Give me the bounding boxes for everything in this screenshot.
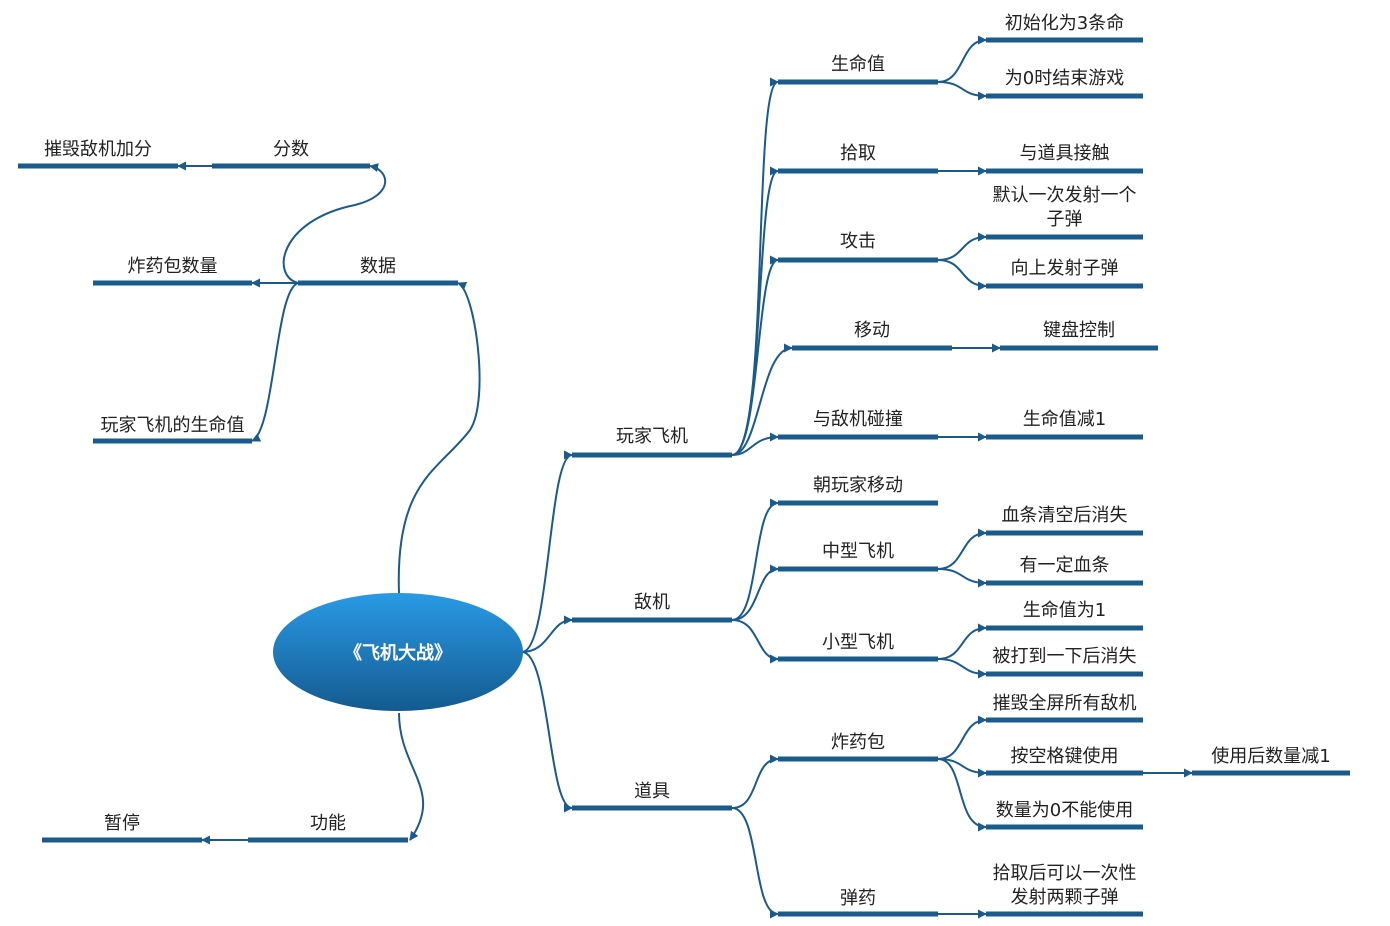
node-bomb-zero[interactable]: 数量为0不能使用 [995, 800, 1134, 821]
node-pause[interactable]: 暂停 [104, 813, 140, 834]
node-small-hp[interactable]: 生命值为1 [1022, 600, 1107, 621]
node-ammo-double[interactable]: 拾取后可以一次性发射两颗子弹 [992, 863, 1137, 908]
node-move-keyboard[interactable]: 键盘控制 [1043, 320, 1115, 341]
node-small-vanish[interactable]: 被打到一下后消失 [992, 646, 1137, 667]
node-bomb-decrease[interactable]: 使用后数量减1 [1211, 746, 1331, 767]
node-function[interactable]: 功能 [310, 813, 346, 834]
node-life-zero[interactable]: 为0时结束游戏 [1004, 68, 1125, 89]
node-small-plane[interactable]: 小型飞机 [822, 632, 894, 653]
node-collide-minus[interactable]: 生命值减1 [1022, 409, 1107, 430]
node-bomb-destroy[interactable]: 摧毁全屏所有敌机 [992, 693, 1137, 714]
node-life-init[interactable]: 初始化为3条命 [1004, 13, 1125, 34]
node-bomb[interactable]: 炸药包 [831, 732, 885, 753]
node-data[interactable]: 数据 [360, 256, 396, 277]
node-toward-player[interactable]: 朝玩家移动 [813, 475, 903, 496]
node-bomb-count[interactable]: 炸药包数量 [127, 256, 218, 277]
root-node-title[interactable]: 《飞机大战》 [344, 643, 452, 664]
node-collide-enemy[interactable]: 与敌机碰撞 [813, 409, 903, 430]
node-ammo[interactable]: 弹药 [840, 888, 876, 909]
node-move[interactable]: 移动 [854, 320, 890, 341]
node-attack-default[interactable]: 默认一次发射一个子弹 [992, 185, 1137, 230]
node-bomb-space[interactable]: 按空格键使用 [1010, 746, 1119, 767]
node-attack[interactable]: 攻击 [840, 231, 876, 252]
node-score[interactable]: 分数 [273, 139, 309, 160]
node-medium-hp[interactable]: 有一定血条 [1019, 555, 1110, 576]
node-pickup[interactable]: 拾取 [840, 143, 876, 164]
node-player-plane[interactable]: 玩家飞机 [616, 426, 688, 447]
node-life[interactable]: 生命值 [831, 54, 885, 75]
node-medium-plane[interactable]: 中型飞机 [822, 541, 894, 562]
node-player-life[interactable]: 玩家飞机的生命值 [100, 415, 245, 436]
node-enemy[interactable]: 敌机 [634, 592, 670, 613]
node-pickup-contact[interactable]: 与道具接触 [1019, 143, 1110, 164]
node-medium-vanish[interactable]: 血条清空后消失 [1001, 505, 1128, 526]
node-items[interactable]: 道具 [634, 781, 670, 802]
root-node-shape [273, 593, 523, 711]
node-attack-up[interactable]: 向上发射子弹 [1010, 258, 1119, 279]
node-score-add[interactable]: 摧毁敌机加分 [44, 139, 152, 160]
